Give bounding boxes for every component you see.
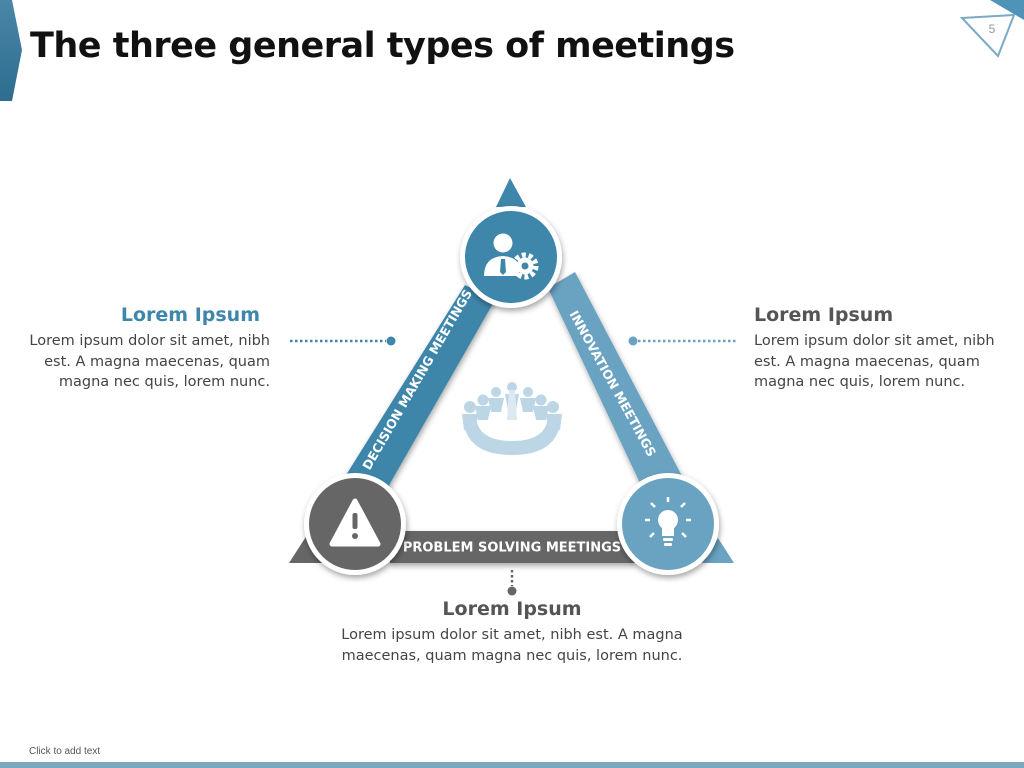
footer-bar bbox=[0, 762, 1024, 768]
bottom-right-circle bbox=[617, 473, 719, 575]
slide-title: The three general types of meetings bbox=[30, 26, 735, 66]
page-number: 5 bbox=[988, 22, 996, 36]
side-right-innovation: INNOVATION MEETINGS bbox=[548, 272, 683, 500]
left-callout-body: Lorem ipsum dolor sit amet, nibh est. A … bbox=[29, 333, 270, 390]
footer-placeholder[interactable]: Click to add text bbox=[29, 746, 101, 757]
right-tip bbox=[702, 538, 734, 563]
right-connector bbox=[628, 336, 736, 346]
bottom-callout-heading: Lorem Ipsum bbox=[442, 598, 582, 620]
businessman-gear-icon bbox=[484, 233, 539, 280]
bottom-callout-body: Lorem ipsum dolor sit amet, nibh est. A … bbox=[341, 627, 683, 664]
lightbulb-icon bbox=[645, 497, 691, 546]
side-right-label: INNOVATION MEETINGS bbox=[566, 308, 659, 459]
left-tip bbox=[289, 532, 322, 563]
left-connector bbox=[290, 336, 396, 346]
warning-icon bbox=[329, 498, 381, 547]
bottom-connector bbox=[507, 570, 517, 596]
right-callout-heading: Lorem Ipsum bbox=[754, 304, 894, 326]
side-bottom-label: PROBLEM SOLVING MEETINGS bbox=[403, 541, 621, 556]
top-tip bbox=[496, 178, 526, 207]
bottom-left-circle bbox=[304, 473, 406, 575]
top-circle bbox=[460, 206, 562, 308]
meeting-table-icon bbox=[462, 382, 562, 455]
corner-triangle-decoration bbox=[959, 0, 1024, 58]
side-left-label: DECISION MAKING MEETINGS bbox=[359, 287, 475, 473]
right-callout-body: Lorem ipsum dolor sit amet, nibh est. A … bbox=[754, 333, 995, 390]
left-callout-heading: Lorem Ipsum bbox=[120, 304, 260, 326]
left-accent-tab bbox=[0, 0, 22, 101]
side-bottom-problem-solving: PROBLEM SOLVING MEETINGS bbox=[390, 531, 635, 563]
